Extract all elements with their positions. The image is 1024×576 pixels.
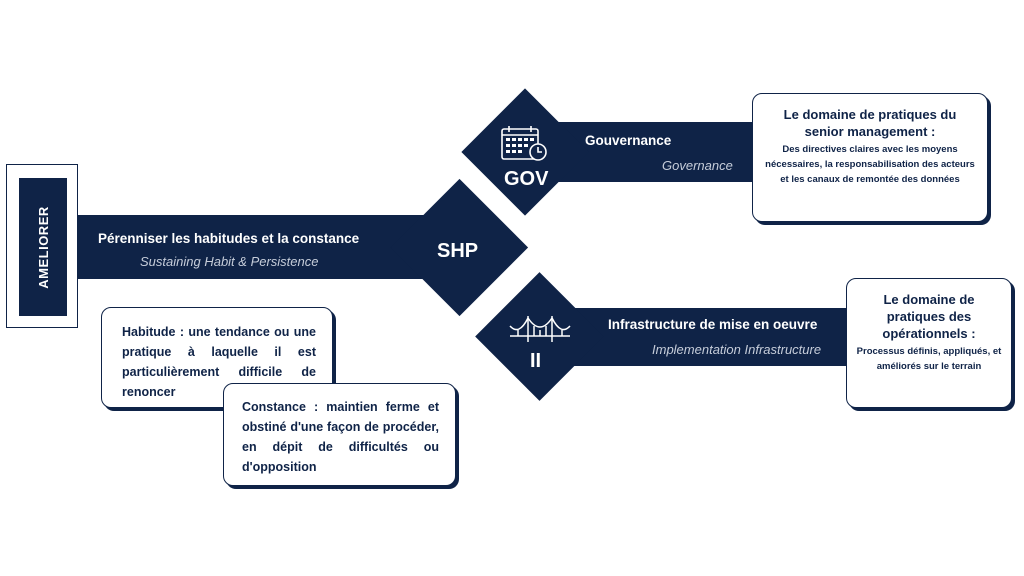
shp-title: Pérenniser les habitudes et la constance (98, 231, 360, 246)
imp-description-card: Le domaine de pratiques des opérationnel… (846, 278, 1012, 408)
shp-subtitle: Sustaining Habit & Persistence (140, 254, 319, 269)
imp-code: II (530, 350, 542, 372)
gov-code: GOV (504, 168, 549, 190)
imp-bar (568, 308, 850, 366)
imp-title: Infrastructure de mise en oeuvre (608, 317, 818, 332)
imp-card-body: Processus définis, appliqués, et amélior… (856, 346, 1002, 372)
habitude-definition: Habitude : une tendance ou une pratique … (122, 325, 316, 399)
imp-card-heading: Le domaine de pratiques des opérationnel… (882, 292, 976, 341)
shp-bar (78, 215, 428, 279)
ameliorer-block (19, 178, 67, 316)
habitude-definition-card: Habitude : une tendance ou une pratique … (101, 307, 333, 408)
calendar-clock-icon (501, 126, 547, 161)
gov-title: Gouvernance (585, 133, 672, 148)
bridge-icon (509, 316, 571, 342)
ameliorer-label-wrap: AMELIORER (19, 178, 67, 316)
constance-definition-card: Constance : maintien ferme et obstiné d'… (223, 383, 456, 486)
constance-definition: Constance : maintien ferme et obstiné d'… (242, 400, 439, 474)
imp-subtitle: Implementation Infrastructure (652, 342, 822, 357)
gov-description-card: Le domaine de pratiques du senior manage… (752, 93, 988, 222)
gov-card-body: Des directives claires avec les moyens n… (765, 144, 975, 185)
ameliorer-label: AMELIORER (35, 205, 51, 289)
gov-subtitle: Governance (662, 158, 733, 173)
gov-card-heading: Le domaine de pratiques du senior manage… (783, 107, 957, 139)
shp-code: SHP (437, 240, 479, 262)
